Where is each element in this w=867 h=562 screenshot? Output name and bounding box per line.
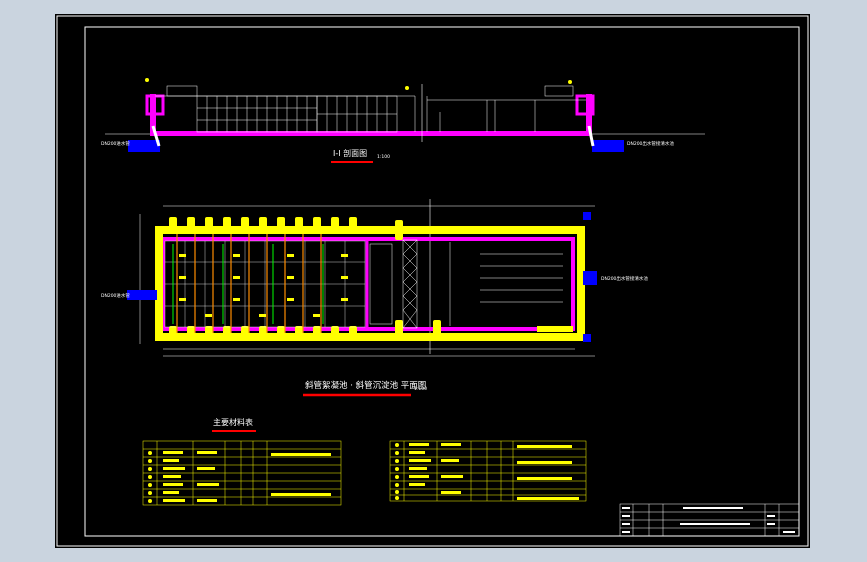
plan-sludge-pipes xyxy=(176,234,322,333)
inner-frame xyxy=(84,26,800,537)
plan-cell-tags xyxy=(179,254,348,317)
plan-middle-channel xyxy=(369,243,393,325)
section-right-outlet-box xyxy=(575,94,595,116)
plan-green-accents xyxy=(172,244,324,324)
plan-right-header-pipe xyxy=(577,226,585,341)
section-flocculation-grid xyxy=(155,85,416,133)
plan-settling-slots xyxy=(449,242,563,326)
materials-table-left xyxy=(142,440,342,506)
section-tank-floor xyxy=(150,131,592,136)
drawing-sheet: DN200进水管 DN200出水管接清水池 I-I 剖面图 1:100 xyxy=(55,14,810,548)
materials-table-left-marks xyxy=(148,451,331,503)
plan-main-header-pipe xyxy=(155,226,585,234)
plan-outlet-pipe-right xyxy=(583,271,597,285)
materials-title: 主要材料表 xyxy=(213,417,253,427)
plan-bottom-header-pipe xyxy=(155,333,585,341)
plan-valves-top xyxy=(169,217,403,240)
title-block-marks xyxy=(622,507,795,533)
plan-flocculation-cells xyxy=(164,240,366,328)
section-scale: 1:100 xyxy=(377,154,390,160)
section-marker-left xyxy=(145,78,149,82)
outer-frame xyxy=(56,15,809,547)
plan-outlet-note: DN200出水管接清水池 xyxy=(601,275,648,282)
plan-title: 斜管絮凝池 · 斜管沉淀池 平面图 xyxy=(305,380,426,391)
title-block xyxy=(619,503,800,537)
plan-inlet-note: DN200进水管 xyxy=(101,292,130,299)
plan-view: DN200进水管 DN200出水管接清水池 斜管絮凝池 · 斜管沉淀池 平面图 … xyxy=(101,199,648,397)
section-view: DN200进水管 DN200出水管接清水池 I-I 剖面图 1:100 xyxy=(101,78,705,163)
section-outlet-pipe xyxy=(592,140,624,152)
plan-scale: 1:100 xyxy=(414,386,427,392)
section-marker-mid xyxy=(405,86,409,90)
section-outlet-note: DN200出水管接清水池 xyxy=(627,140,674,147)
section-inlet-pipe xyxy=(128,140,160,152)
section-settling-zone xyxy=(426,85,586,132)
plan-left-header-pipe xyxy=(155,226,163,341)
plan-outlet-pipe-top xyxy=(583,212,591,220)
plan-outlet-pipe-bottom xyxy=(583,334,591,342)
section-inlet-elbow xyxy=(151,125,161,147)
plan-inlet-pipe xyxy=(127,290,157,300)
cad-drawing-canvas: DN200进水管 DN200出水管接清水池 I-I 剖面图 1:100 xyxy=(56,15,809,547)
materials-table-right xyxy=(389,440,587,502)
plan-truss xyxy=(402,239,418,329)
plan-valves-bottom xyxy=(169,320,441,340)
section-title: I-I 剖面图 xyxy=(333,148,367,158)
section-marker-right xyxy=(568,80,572,84)
section-inlet-note: DN200进水管 xyxy=(101,140,130,147)
materials-section: 主要材料表 xyxy=(142,417,587,506)
plan-right-collector xyxy=(537,326,573,332)
section-outlet-elbow xyxy=(587,125,595,147)
materials-table-right-marks xyxy=(395,443,579,500)
